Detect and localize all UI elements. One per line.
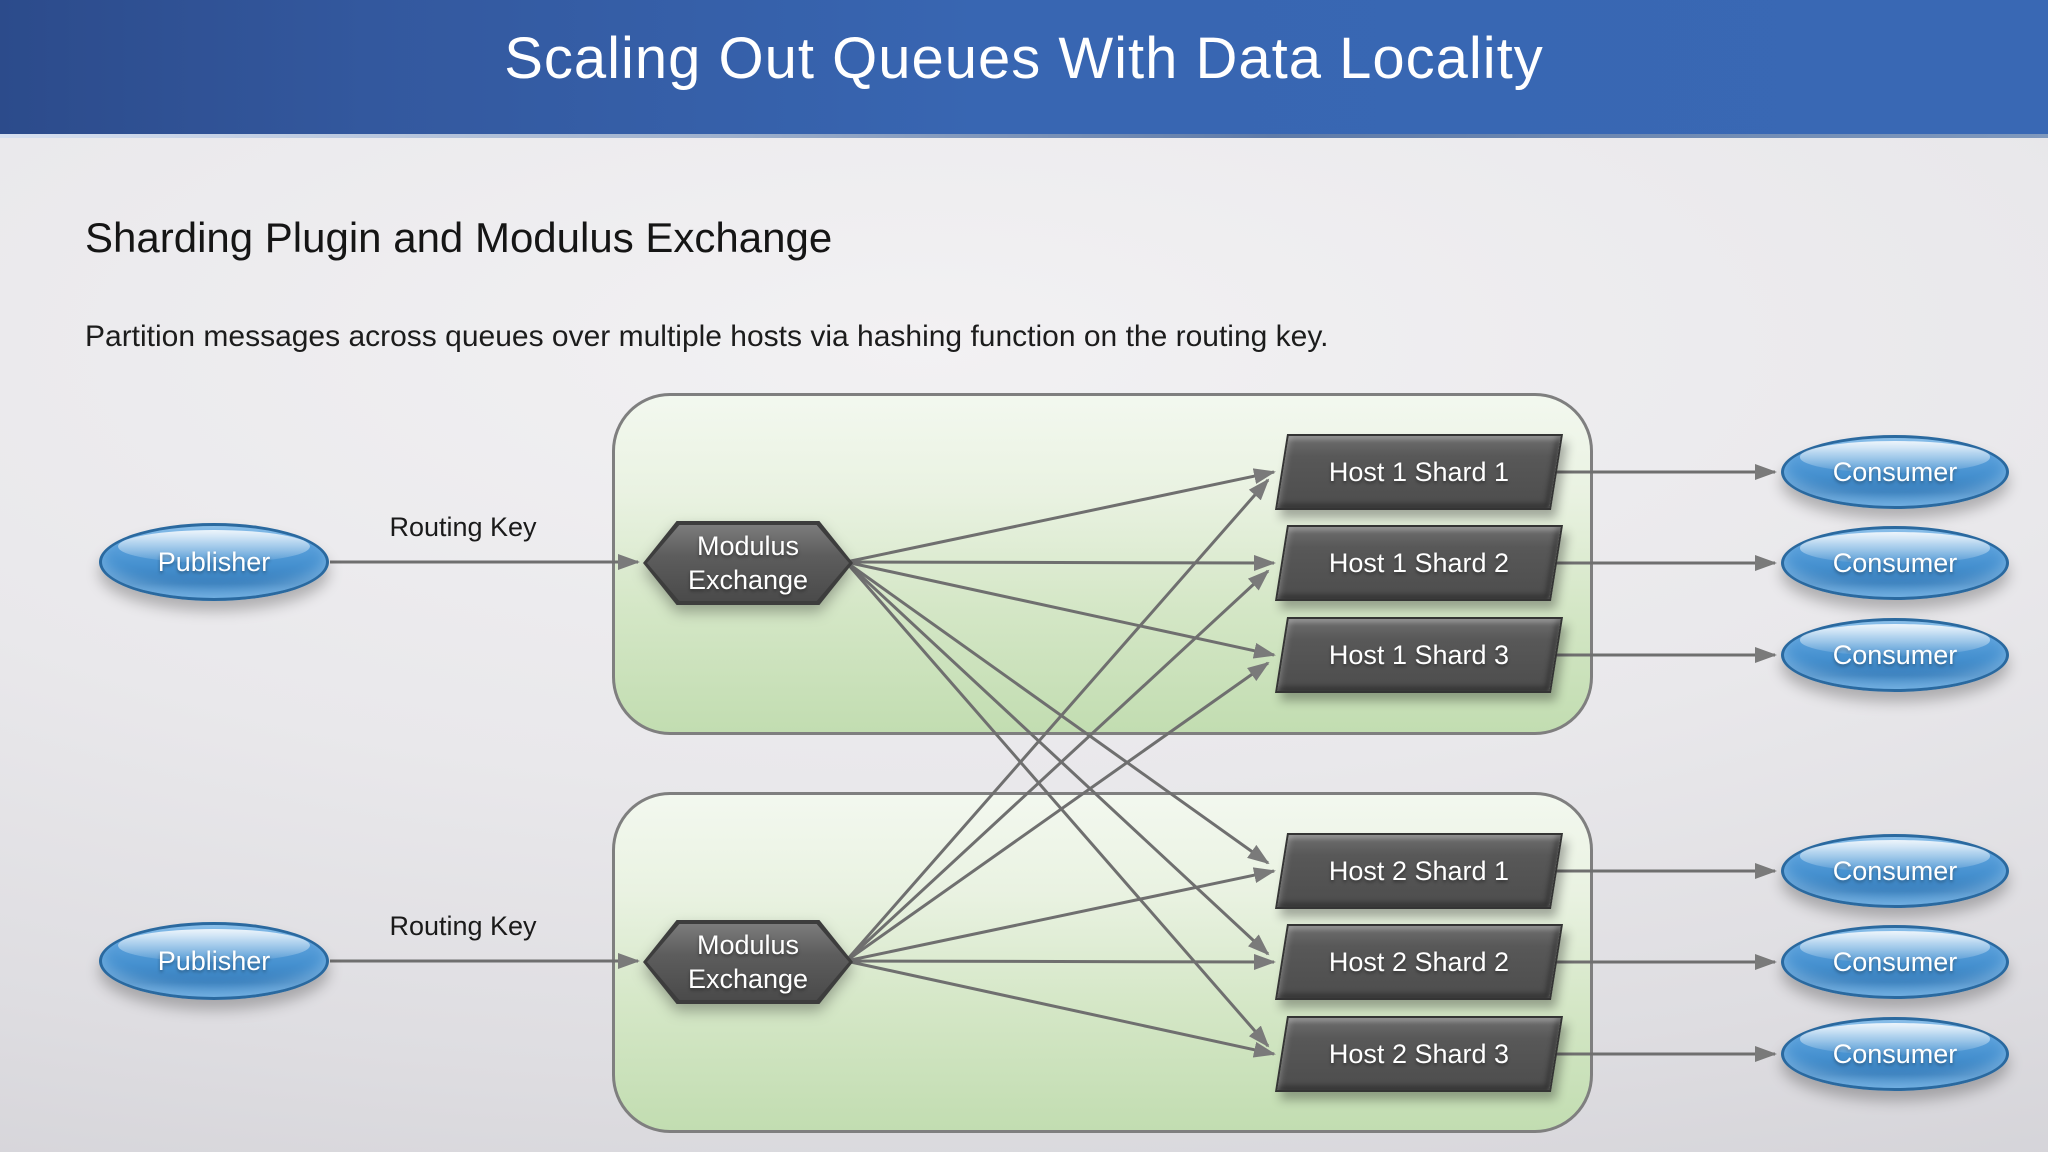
hexagon-face <box>647 525 849 601</box>
host-shard-label: Host 2 Shard 1 <box>1328 855 1510 886</box>
consumer-label: Consumer <box>1832 547 1958 578</box>
modulus-exchange-label: Modulus Exchange <box>687 930 809 994</box>
consumer-node: Consumer <box>1781 834 2009 908</box>
consumer-label: Consumer <box>1832 946 1958 977</box>
host-shard-node: Host 1 Shard 3 <box>1274 617 1564 693</box>
consumer-label: Consumer <box>1832 855 1958 886</box>
modulus-exchange-node: Modulus Exchange <box>643 521 853 605</box>
title-bar: Scaling Out Queues With Data Locality <box>0 0 2048 134</box>
host-shard-label: Host 1 Shard 1 <box>1328 456 1510 487</box>
modulus-exchange-node: Modulus Exchange <box>643 920 853 1004</box>
routing-key-label: Routing Key <box>389 911 537 941</box>
consumer-label: Consumer <box>1832 1038 1958 1069</box>
host-shard-label: Host 2 Shard 3 <box>1328 1038 1510 1069</box>
host-shard-label: Host 1 Shard 2 <box>1328 547 1510 578</box>
host-shard-node: Host 1 Shard 2 <box>1274 525 1564 601</box>
modulus-exchange-label: Modulus Exchange <box>687 531 809 595</box>
slide-title: Scaling Out Queues With Data Locality <box>504 25 1544 91</box>
consumer-node: Consumer <box>1781 618 2009 692</box>
consumer-label: Consumer <box>1832 639 1958 670</box>
routing-key-label: Routing Key <box>389 512 537 542</box>
publisher-label: Publisher <box>157 945 271 976</box>
consumer-label: Consumer <box>1832 456 1958 487</box>
hexagon-face <box>647 924 849 1000</box>
host-shard-node: Host 2 Shard 3 <box>1274 1016 1564 1092</box>
consumer-node: Consumer <box>1781 1017 2009 1091</box>
host-shard-label: Host 1 Shard 3 <box>1328 639 1510 670</box>
host-shard-node: Host 2 Shard 1 <box>1274 833 1564 909</box>
publisher-node: Publisher <box>99 523 329 601</box>
subtitle: Partition messages across queues over mu… <box>85 320 1329 353</box>
consumer-node: Consumer <box>1781 925 2009 999</box>
host-shard-node: Host 2 Shard 2 <box>1274 924 1564 1000</box>
consumer-node: Consumer <box>1781 435 2009 509</box>
publisher-node: Publisher <box>99 922 329 1000</box>
section-heading: Sharding Plugin and Modulus Exchange <box>85 214 833 261</box>
title-bar-edge <box>0 134 2048 138</box>
host-shard-label: Host 2 Shard 2 <box>1328 946 1510 977</box>
consumer-node: Consumer <box>1781 526 2009 600</box>
publisher-label: Publisher <box>157 546 271 577</box>
host-shard-node: Host 1 Shard 1 <box>1274 434 1564 510</box>
